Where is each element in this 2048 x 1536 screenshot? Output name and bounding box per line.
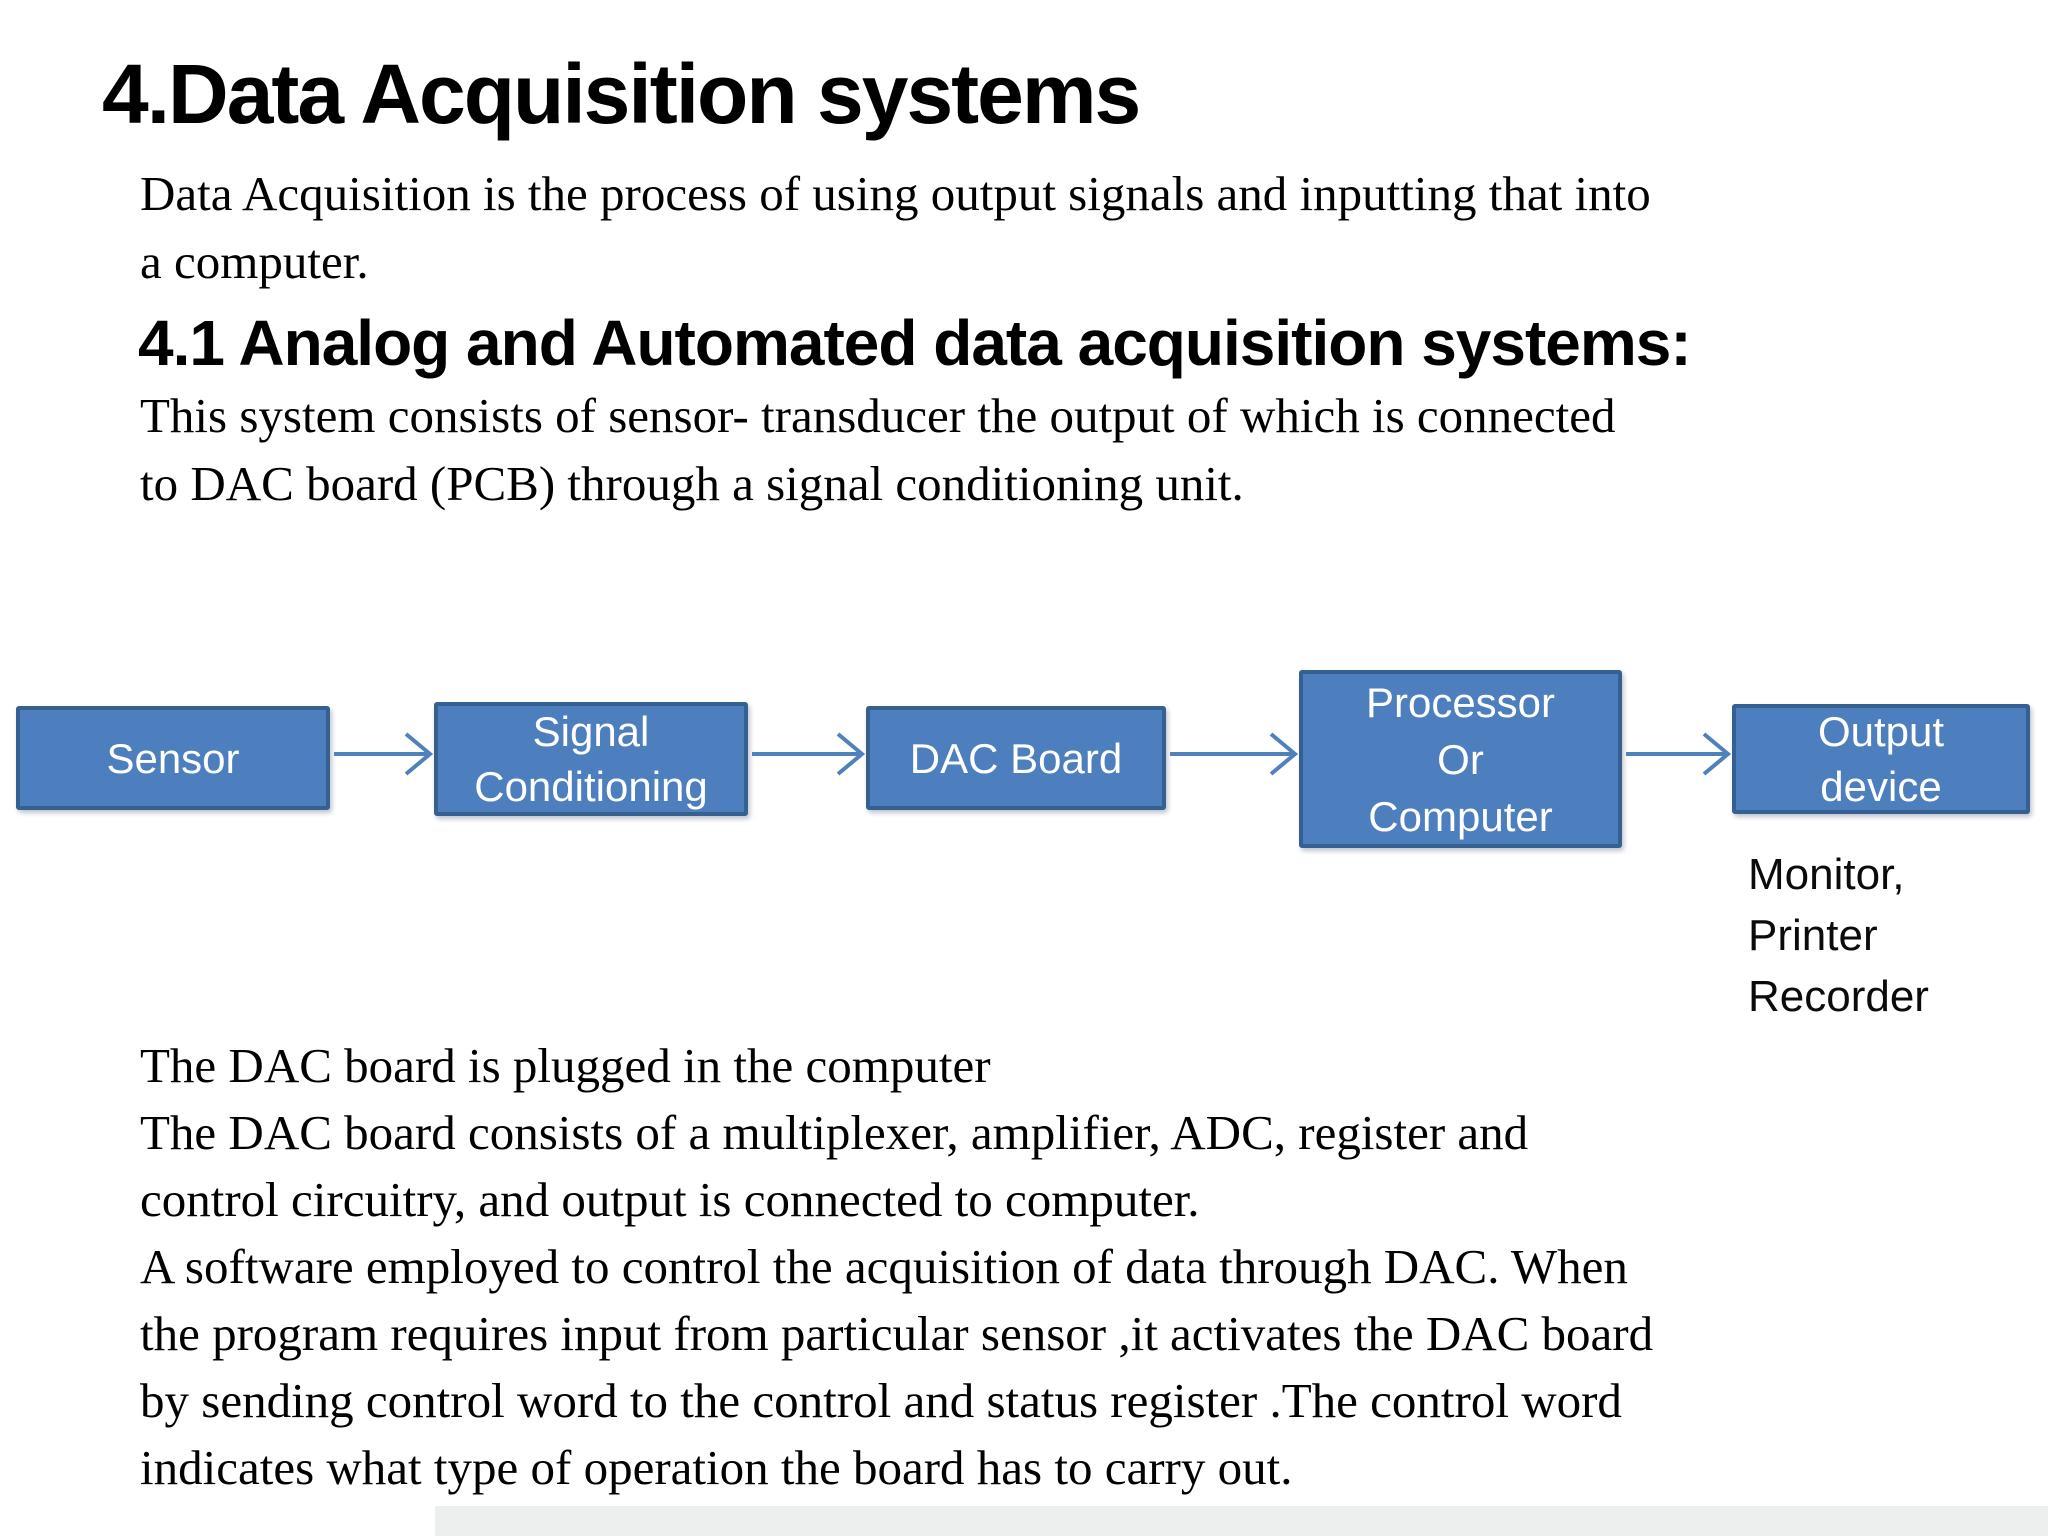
flow-arrow-2 <box>752 732 866 776</box>
flow-arrow-3 <box>1170 732 1299 776</box>
system-description-paragraph: This system consists of sensor- transduc… <box>140 388 1616 511</box>
bottom-strip <box>435 1506 2048 1536</box>
flow-arrow-4 <box>1626 732 1732 776</box>
flow-arrow-1 <box>334 732 434 776</box>
flow-box-processor-or-computer: Processor Or Computer <box>1299 670 1622 848</box>
section-subheading: 4.1 Analog and Automated data acquisitio… <box>138 307 1692 379</box>
page-title: 4.Data Acquisition systems <box>102 47 1141 141</box>
flow-box-dac-board: DAC Board <box>866 706 1166 810</box>
flow-box-signal-conditioning: Signal Conditioning <box>434 702 748 816</box>
flow-box-output-device: Output device <box>1732 704 2030 814</box>
body-paragraphs: The DAC board is plugged in the computer… <box>140 1038 1654 1495</box>
output-device-caption: Monitor, Printer Recorder <box>1748 850 1929 1021</box>
intro-paragraph: Data Acquisition is the process of using… <box>140 166 1651 289</box>
flow-box-sensor: Sensor <box>16 706 330 810</box>
